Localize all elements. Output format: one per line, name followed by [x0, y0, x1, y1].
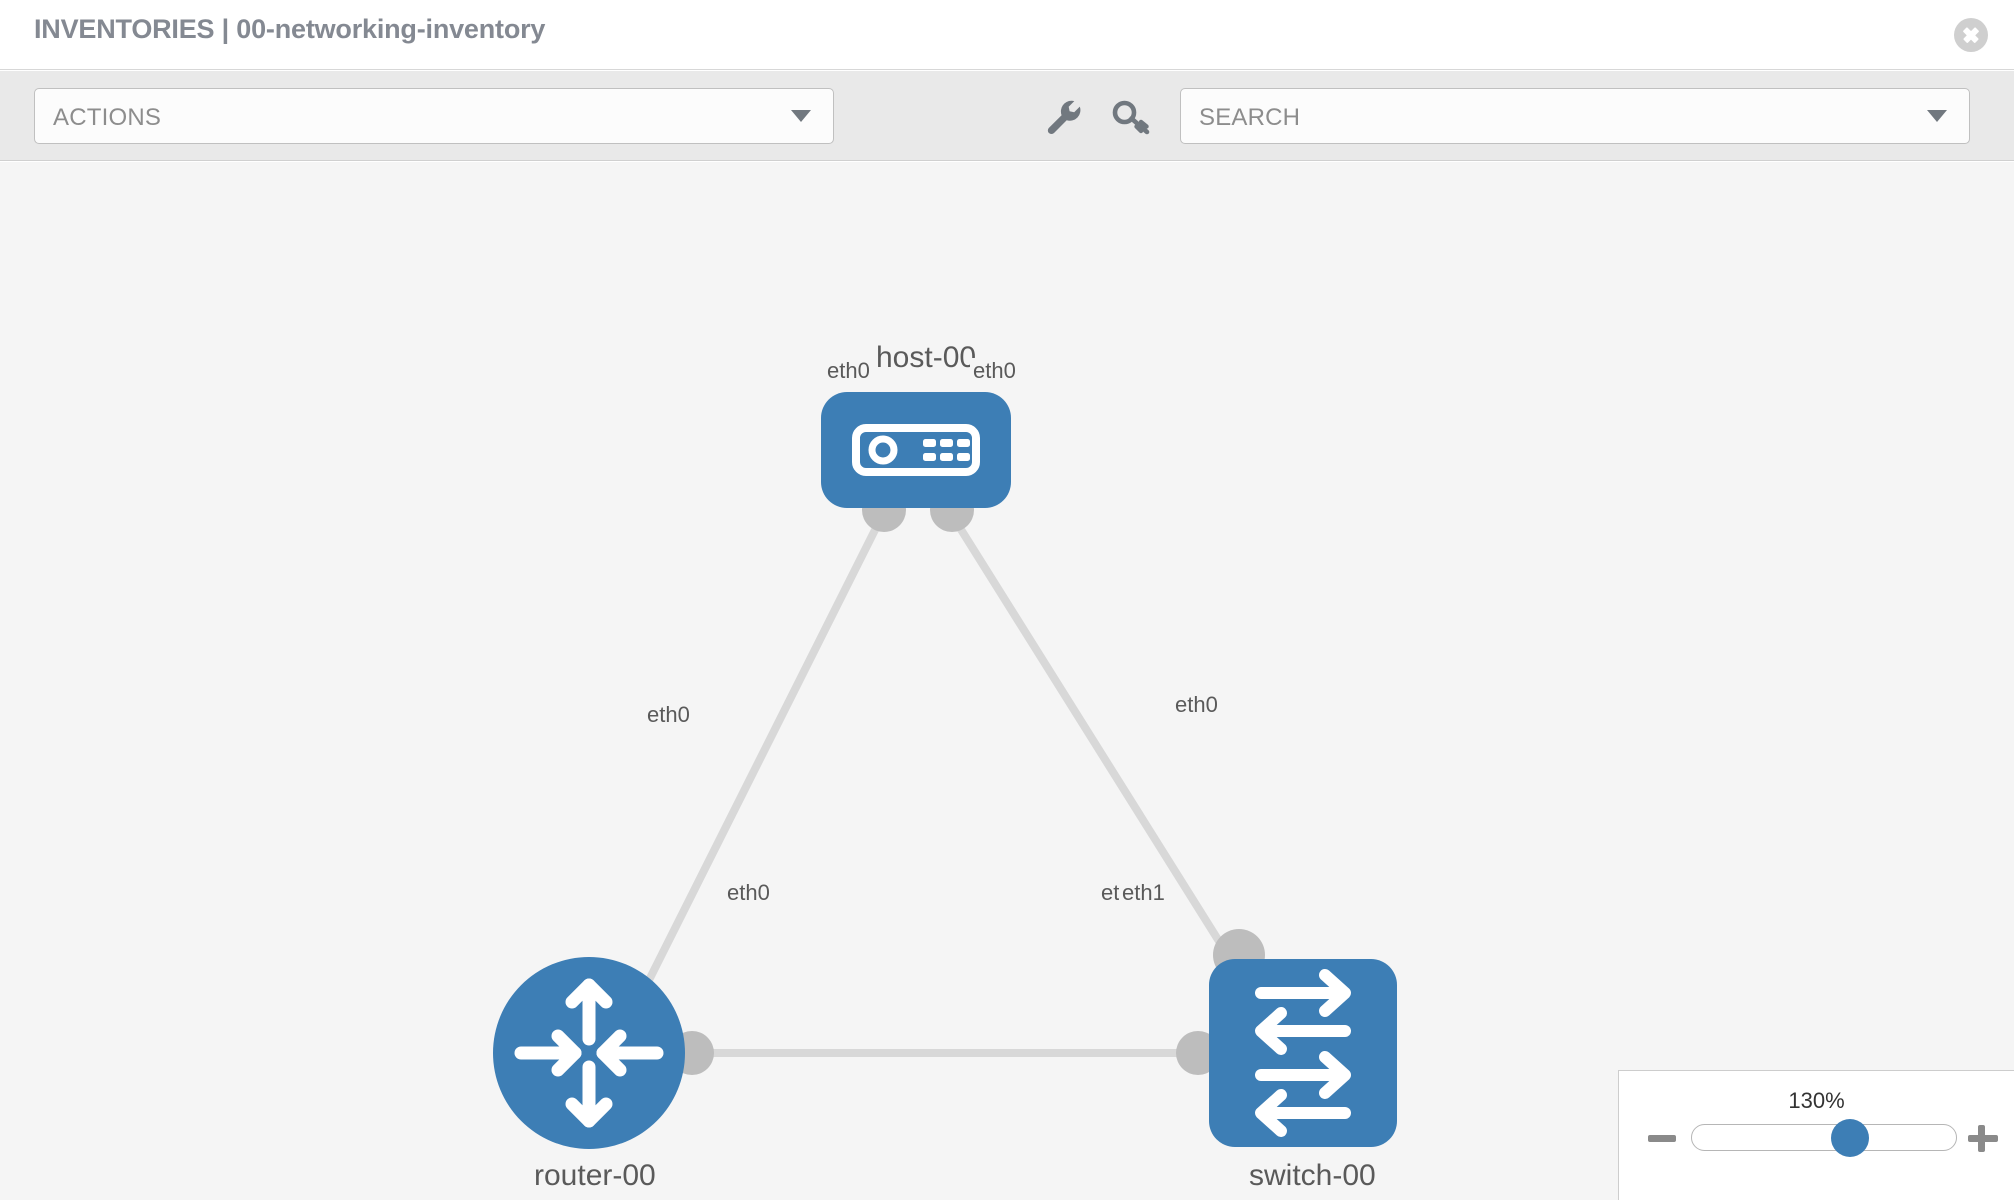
actions-dropdown[interactable]: ACTIONS — [34, 88, 834, 144]
page-title: INVENTORIES | 00-networking-inventory — [34, 14, 546, 44]
topology-graph — [493, 392, 1397, 1149]
zoom-slider[interactable] — [1691, 1118, 1957, 1157]
topology-canvas[interactable]: host-00 router-00 switch-00 eth0 eth0 et… — [0, 162, 2014, 1200]
chevron-down-icon — [1927, 110, 1947, 122]
port-label-router-up: eth0 — [644, 702, 693, 728]
edge-host-router — [633, 508, 888, 1008]
zoom-control-panel: 130% — [1618, 1070, 2014, 1200]
node-router-00 — [493, 957, 685, 1149]
page-header: INVENTORIES | 00-networking-inventory — [0, 0, 2014, 70]
search-placeholder: SEARCH — [1199, 104, 1301, 131]
port-label-host-left: eth0 — [824, 358, 873, 384]
actions-dropdown-label: ACTIONS — [53, 104, 162, 131]
topology-ports — [670, 488, 1265, 1075]
port-label-switch-up: eth0 — [1172, 692, 1221, 718]
node-label-host-00: host-00 — [872, 340, 981, 376]
node-host-00 — [821, 392, 1011, 508]
port-label-router-right: eth0 — [724, 880, 773, 906]
port-label-host-right: eth0 — [970, 358, 1019, 384]
key-icon[interactable] — [1108, 93, 1154, 139]
zoom-level-value: 130% — [1788, 1088, 1845, 1113]
edge-host-switch — [946, 508, 1236, 966]
topology-edges — [633, 508, 1236, 1057]
search-input[interactable]: SEARCH — [1180, 88, 1970, 144]
node-switch-00 — [1209, 959, 1397, 1147]
wrench-icon[interactable] — [1040, 93, 1086, 139]
node-label-switch-00: switch-00 — [1245, 1158, 1380, 1194]
port-label-switch-left: eth1 — [1119, 880, 1168, 906]
close-icon[interactable] — [1954, 18, 1988, 52]
plus-icon[interactable] — [1966, 1121, 2000, 1155]
toolbar: ACTIONS SEARCH — [0, 71, 2014, 161]
node-label-router-00: router-00 — [530, 1158, 660, 1194]
zoom-slider-thumb[interactable] — [1831, 1118, 1869, 1157]
minus-icon[interactable] — [1645, 1121, 1679, 1155]
chevron-down-icon — [791, 110, 811, 122]
